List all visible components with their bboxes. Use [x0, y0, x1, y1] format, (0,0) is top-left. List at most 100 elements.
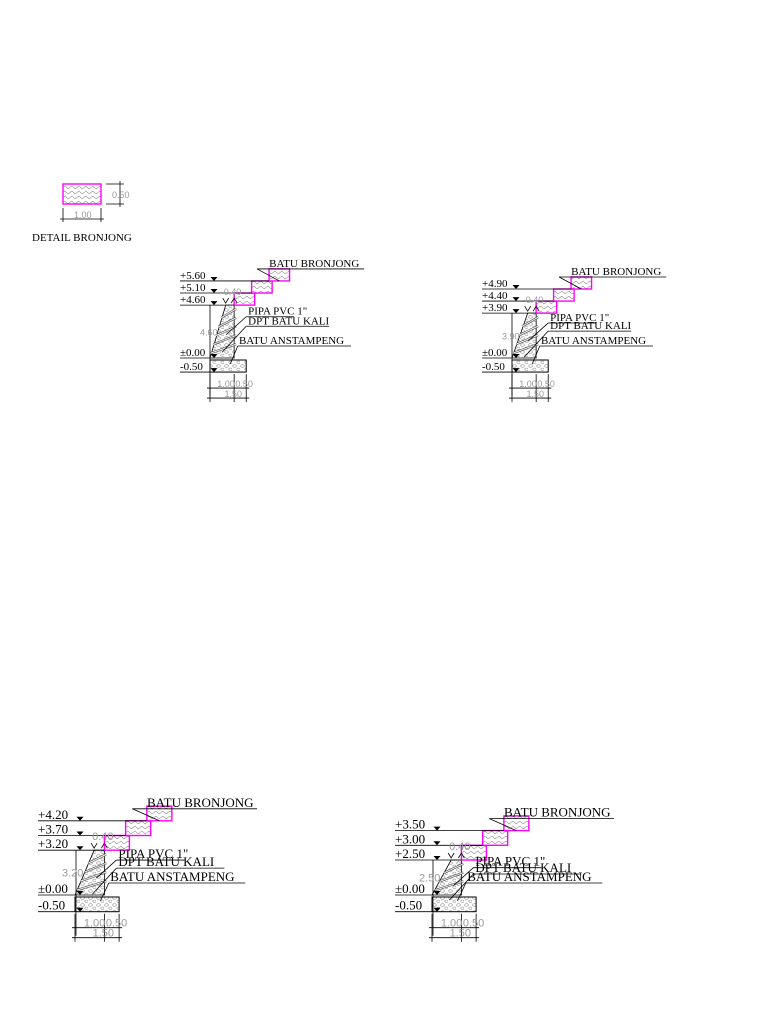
level-marker — [76, 846, 84, 851]
level-marker — [433, 907, 441, 912]
top-width-dim: 0.40 — [449, 841, 470, 853]
foundation-block — [431, 896, 477, 913]
top-width-dim: 0.40 — [92, 831, 113, 843]
drain-pipe-inner — [210, 343, 237, 354]
label-batu-anstampeng: BATU ANSTAMPENG — [541, 335, 646, 347]
level-marker — [433, 891, 441, 895]
detail-width-dim: 1.00 — [74, 210, 92, 220]
leader-pvc-arrow — [453, 867, 474, 886]
leader-anstampeng-arrow — [531, 345, 541, 365]
top-width-dim: 0.40 — [224, 287, 242, 297]
level-label: +5.60 — [180, 270, 206, 282]
leader-pvc-arrow — [527, 322, 549, 342]
level-marker — [210, 301, 218, 306]
label-dpt-batu-kali: DPT BATU KALI — [248, 315, 329, 327]
leader-dpt-arrow — [221, 325, 247, 353]
level-marker — [512, 354, 520, 358]
gabion-box — [570, 276, 593, 290]
height-dim: 3.20 — [62, 868, 83, 880]
level-label: +3.00 — [395, 831, 425, 846]
drain-pipe-inner — [215, 326, 237, 336]
drain-pipe-inner — [84, 862, 107, 873]
detail-bronjong: 0.50 1.00 DETAIL BRONJONG — [32, 181, 132, 244]
level-label: ±0.00 — [38, 881, 68, 896]
drain-pipe-inner — [76, 880, 107, 891]
drain-pipe-inner — [512, 343, 539, 354]
label-batu-bronjong: BATU BRONJONG — [504, 805, 611, 820]
label-dpt-batu-kali: DPT BATU KALI — [475, 860, 571, 875]
leader-dpt-arrow — [449, 873, 474, 901]
top-width-tick-left — [90, 842, 98, 849]
level-label: +3.20 — [38, 836, 68, 851]
level-label: ±0.00 — [180, 347, 206, 359]
gabion-box — [503, 815, 530, 832]
level-label: +3.70 — [38, 822, 68, 837]
gabion-box — [552, 288, 575, 302]
label-dpt-batu-kali: DPT BATU KALI — [550, 320, 631, 332]
leader-bronjong-arrow — [132, 808, 160, 822]
base-dim-right: 0.50 — [106, 918, 127, 930]
gabion-box — [268, 268, 291, 282]
top-width-tick-right — [458, 852, 465, 859]
top-width-tick-left — [524, 305, 532, 312]
top-width-dim: 0.40 — [526, 295, 544, 305]
level-label: -0.50 — [180, 361, 203, 373]
leader-dpt-arrow — [523, 330, 549, 358]
drain-pipe-inner — [522, 316, 539, 327]
level-marker — [433, 826, 441, 831]
top-width-tick-right — [532, 305, 540, 312]
level-label: +4.40 — [482, 290, 508, 302]
level-label: +2.50 — [395, 846, 425, 861]
leader-bronjong-arrow — [256, 268, 280, 282]
label-batu-anstampeng: BATU ANSTAMPENG — [467, 869, 591, 884]
label-pipa-pvc: PIPA PVC 1" — [550, 312, 609, 324]
height-dim: 2.50 — [419, 873, 440, 885]
level-label: +5.10 — [180, 282, 206, 294]
leader-dpt-arrow — [92, 867, 117, 895]
top-width-tick-left — [447, 852, 455, 859]
leader-pvc-arrow — [225, 316, 247, 336]
leader-bronjong-arrow — [558, 276, 582, 290]
level-label: +4.20 — [38, 807, 68, 822]
level-marker — [512, 309, 520, 314]
label-batu-anstampeng: BATU ANSTAMPENG — [110, 869, 234, 884]
height-dim: 4.60 — [200, 328, 218, 338]
drain-pipe-inner — [439, 872, 464, 882]
base-dim-total: 1.50 — [526, 389, 544, 399]
base-dim-left: 1.00 — [217, 379, 235, 389]
level-label: +4.90 — [482, 278, 508, 290]
level-marker — [76, 891, 84, 895]
base-dim-right: 0.50 — [537, 379, 555, 389]
top-width-tick-right — [230, 297, 238, 304]
level-marker — [433, 856, 441, 860]
label-batu-bronjong: BATU BRONJONG — [147, 795, 254, 810]
level-marker — [76, 831, 84, 836]
drain-pipe-inner — [516, 334, 539, 345]
level-marker — [210, 289, 218, 294]
level-marker — [210, 354, 218, 358]
leader-anstampeng-arrow — [229, 345, 239, 365]
level-label: +3.90 — [482, 302, 508, 314]
gabion-box — [481, 829, 509, 846]
level-label: -0.50 — [482, 361, 505, 373]
level-marker — [210, 368, 218, 373]
leader-pvc-arrow — [96, 859, 117, 879]
level-label: -0.50 — [38, 898, 65, 913]
drain-pipe-inner — [218, 317, 237, 328]
level-label: +3.50 — [395, 817, 425, 832]
label-pipa-pvc: PIPA PVC 1" — [248, 306, 307, 318]
base-dim-left: 1.00 — [519, 379, 537, 389]
leader-anstampeng-arrow — [100, 882, 110, 902]
base-dim-left: 1.00 — [441, 918, 462, 930]
leader-bronjong-arrow — [489, 818, 517, 831]
drain-pipe-inner — [434, 880, 464, 891]
drain-pipe-inner — [80, 871, 107, 882]
drain-pipe-inner — [444, 863, 464, 874]
top-width-tick-right — [101, 842, 108, 849]
detail-height-dim: 0.50 — [112, 190, 130, 200]
base-dim-total: 1.50 — [224, 389, 242, 399]
base-dim-right: 0.50 — [235, 379, 253, 389]
